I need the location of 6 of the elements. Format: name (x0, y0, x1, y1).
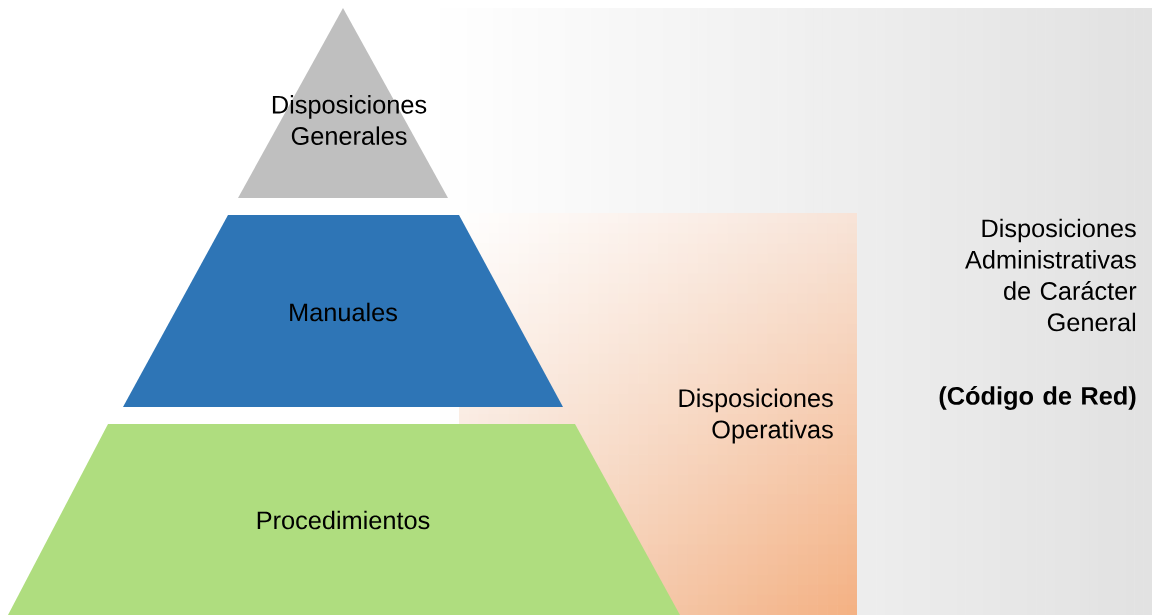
node-label: Disposiciones Administrativas de Carácter General (965, 218, 1137, 332)
pyramid-level: Procedimientos (8, 424, 680, 615)
pyramid-level: Manuales (123, 215, 563, 407)
pyramid-level: Disposiciones Generales (238, 8, 448, 198)
node-label: Disposiciones Operativas (679, 388, 833, 444)
node-label: (Código de Red) (939, 386, 1136, 410)
